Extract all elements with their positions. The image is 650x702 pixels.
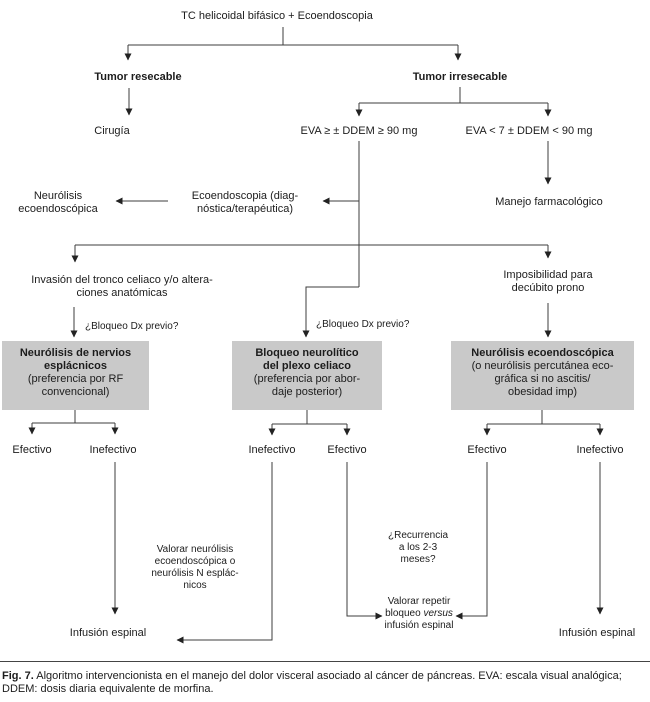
- note-valorar-repetir: Valorar repetir bloqueo versus infusión …: [385, 596, 454, 632]
- figure-caption: Fig. 7. Algoritmo intervencionista en el…: [2, 670, 648, 696]
- box-neurolisis-esplacnicos: Neurólisis de nervios esplácnicos (prefe…: [2, 341, 149, 410]
- outcome-efectivo-2: Efectivo: [327, 444, 367, 456]
- node-root: TC helicoidal bifásico + Ecoendoscopia: [181, 10, 373, 22]
- label-bloqueo-dx-previo-1: ¿Bloqueo Dx previo?: [85, 321, 179, 332]
- note-valorar-repetir-post: infusión espinal: [384, 620, 454, 631]
- note-recurrencia: ¿Recurrencia a los 2-3 meses?: [387, 530, 449, 565]
- box-neurolisis-ecoendoscopica: Neurólisis ecoendoscópica (o neurólisis …: [451, 341, 634, 410]
- node-infusion-espinal-right: Infusión espinal: [558, 627, 636, 639]
- outcome-inefectivo-3: Inefectivo: [576, 444, 624, 456]
- outcome-inefectivo-1: Inefectivo: [89, 444, 137, 456]
- box-bloqueo-plexo-celiaco: Bloqueo neurolítico del plexo celiaco (p…: [232, 341, 382, 410]
- box-bloqueo-plexo-celiaco-title: Bloqueo neurolítico del plexo celiaco: [255, 347, 359, 372]
- figure-caption-text: Algoritmo intervencionista en el manejo …: [2, 670, 622, 695]
- label-bloqueo-dx-previo-2: ¿Bloqueo Dx previo?: [316, 319, 410, 330]
- box-neurolisis-ecoendoscopica-subtitle: (o neurólisis percutánea eco- gráfica si…: [471, 360, 614, 398]
- node-imposibilidad-decubito: Imposibilidad para decúbito prono: [503, 269, 593, 294]
- node-eva-high: EVA ≥ ± DDEM ≥ 90 mg: [300, 125, 418, 137]
- note-valorar-repetir-versus: versus: [423, 608, 453, 619]
- node-neurolisis-ecoendoscopica: Neurólisis ecoendoscópica: [18, 190, 98, 215]
- box-neurolisis-esplacnicos-subtitle: (preferencia por RF convencional): [27, 373, 124, 398]
- node-infusion-espinal-left: Infusión espinal: [69, 627, 147, 639]
- note-valorar-repetir-pre: Valorar repetir bloqueo: [385, 596, 451, 619]
- node-tumor-irresecable: Tumor irresecable: [412, 71, 508, 83]
- box-neurolisis-esplacnicos-title: Neurólisis de nervios esplácnicos: [19, 347, 132, 372]
- figure-caption-label: Fig. 7.: [2, 670, 34, 682]
- node-eva-low: EVA < 7 ± DDEM < 90 mg: [465, 125, 593, 137]
- note-valorar-neurolisis: Valorar neurólisis ecoendoscópica o neur…: [151, 544, 239, 591]
- node-tumor-resecable: Tumor resecable: [94, 71, 182, 83]
- outcome-efectivo-3: Efectivo: [467, 444, 507, 456]
- node-manejo-farmacologico: Manejo farmacológico: [495, 196, 603, 208]
- node-invasion-tronco-celiaco: Invasión del tronco celiaco y/o altera- …: [31, 274, 213, 299]
- outcome-inefectivo-2: Inefectivo: [248, 444, 296, 456]
- box-neurolisis-ecoendoscopica-title: Neurólisis ecoendoscópica: [471, 347, 614, 359]
- node-ecoendoscopia-diagnostica: Ecoendoscopia (diag- nóstica/terapéutica…: [191, 190, 299, 215]
- node-cirugia: Cirugía: [94, 125, 130, 137]
- outcome-efectivo-1: Efectivo: [12, 444, 52, 456]
- box-bloqueo-plexo-celiaco-subtitle: (preferencia por abor- daje posterior): [253, 373, 361, 398]
- caption-divider: [0, 661, 650, 662]
